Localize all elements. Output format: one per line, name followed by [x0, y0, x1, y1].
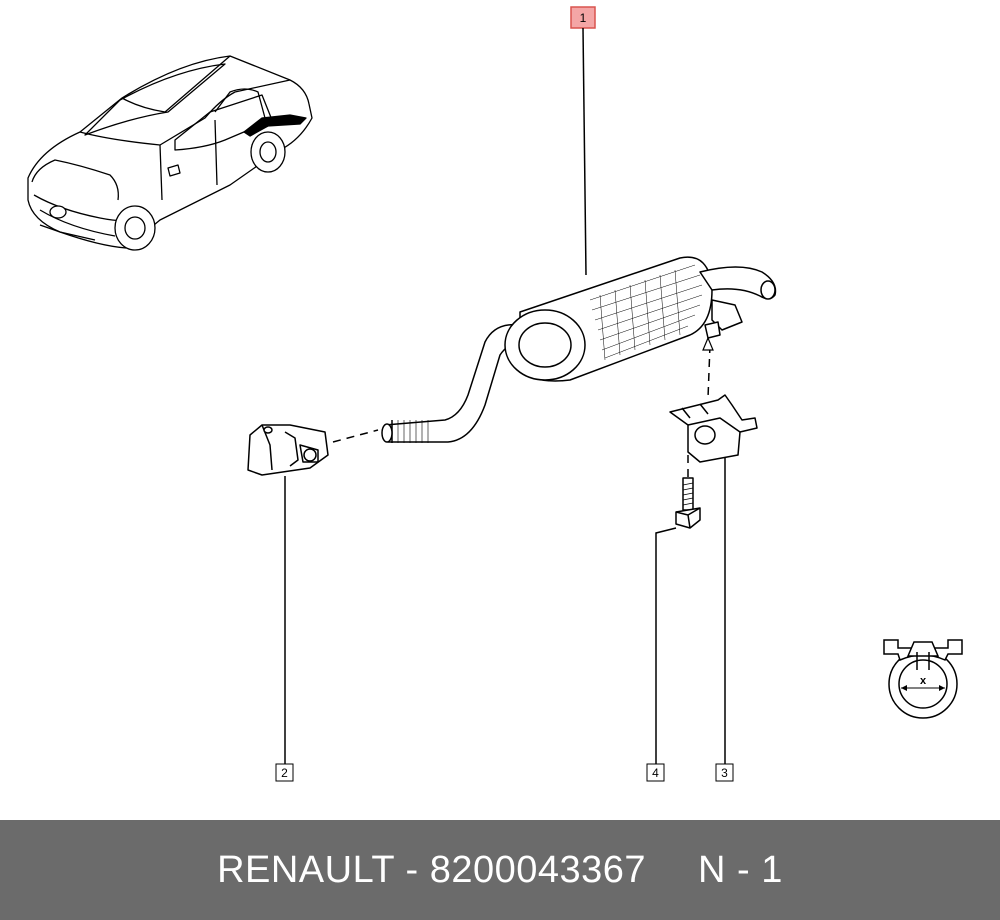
callout-3: 3	[715, 458, 734, 782]
part-2-clamp	[247, 424, 329, 476]
svg-text:x: x	[920, 675, 927, 687]
svg-text:4: 4	[652, 766, 659, 780]
car-illustration	[27, 55, 313, 251]
svg-text:3: 3	[721, 766, 728, 780]
assembly-lines	[332, 344, 711, 478]
svg-text:1: 1	[580, 11, 587, 25]
part-4-bolt	[675, 477, 701, 529]
callout-2: 2	[275, 476, 294, 782]
rear-muffler	[381, 256, 777, 443]
clamp-diameter-detail: x	[883, 639, 963, 719]
quantity-label: N - 1	[698, 848, 783, 891]
part-3-hanger	[669, 394, 758, 463]
exhaust-parts-diagram: 1	[27, 6, 963, 782]
brand-part-number: RENAULT - 8200043367	[217, 848, 647, 891]
svg-text:2: 2	[281, 766, 288, 780]
callout-1: 1	[570, 6, 596, 276]
part-footer-bar: RENAULT - 8200043367 N - 1	[0, 820, 1000, 920]
callout-4: 4	[646, 527, 677, 782]
